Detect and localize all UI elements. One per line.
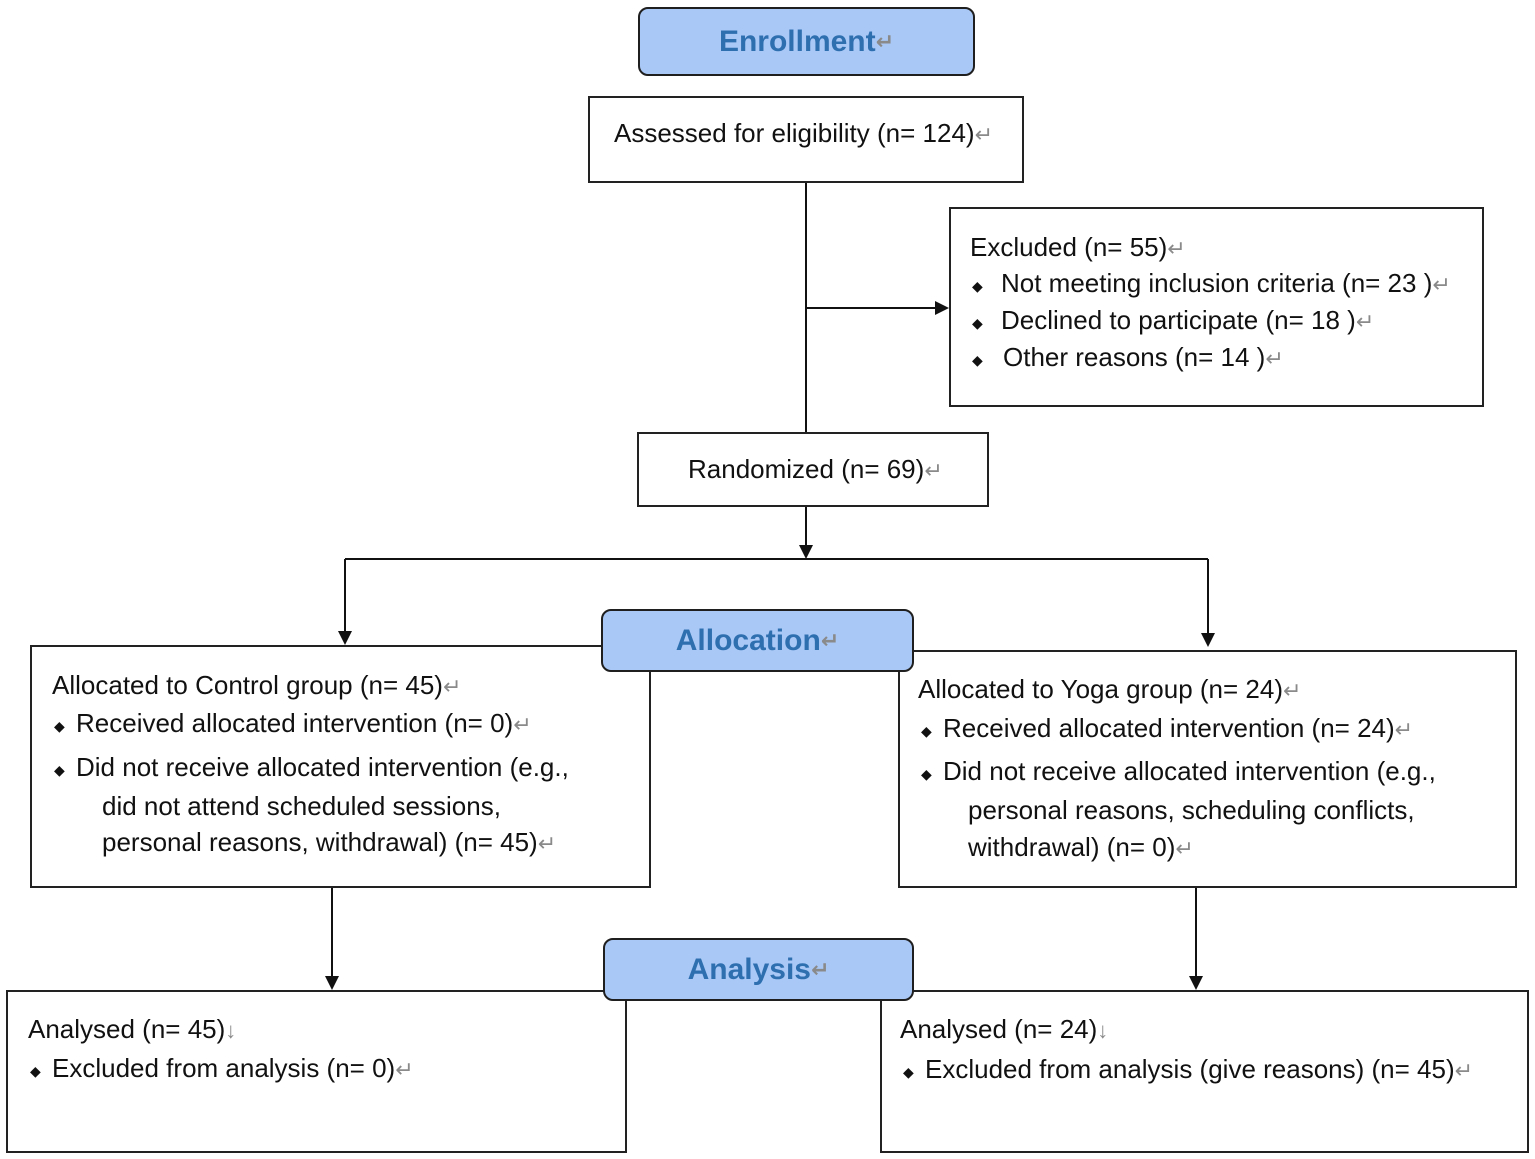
return-mark: ↵ [810,956,830,982]
bullet-icon: ◆ [921,766,932,782]
excluded-item-2: Declined to participate (n= 18 )↵ [1001,305,1375,335]
yoga-item-2-line-2: personal reasons, scheduling conflicts, [968,795,1415,825]
assessed-text: Assessed for eligibility (n= 124)↵ [614,118,993,148]
excluded-item-3: Other reasons (n= 14 )↵ [1003,342,1284,372]
yoga-item-2-line-3: withdrawal) (n= 0)↵ [968,832,1194,862]
bullet-icon: ◆ [54,718,65,734]
return-mark: ↵ [820,627,840,653]
excluded-item-1: Not meeting inclusion criteria (n= 23 )↵ [1001,268,1451,298]
bullet-icon: ◆ [972,278,983,294]
yoga-analysis-box [880,990,1529,1153]
control-title: Allocated to Control group (n= 45)↵ [52,670,462,700]
control-allocation-box [30,645,651,888]
control-analysed-title: Analysed (n= 45)↓ [28,1014,237,1044]
enrollment-text: Enrollment [718,24,876,58]
allocation-stage-label: Allocation↵ [601,609,914,672]
analysis-text: Analysis [687,952,811,986]
randomized-box [637,432,989,507]
excluded-title: Excluded (n= 55)↵ [970,232,1186,262]
yoga-allocation-box [898,650,1517,888]
control-item-2-line-1: Did not receive allocated intervention (… [76,752,569,782]
randomized-text: Randomized (n= 69)↵ [688,454,943,484]
assessed-box [588,96,1024,183]
yoga-item-2-line-1: Did not receive allocated intervention (… [943,756,1436,786]
bullet-icon: ◆ [972,352,983,368]
bullet-icon: ◆ [54,762,65,778]
bullet-icon: ◆ [903,1064,914,1080]
control-analysis-item: Excluded from analysis (n= 0)↵ [52,1053,414,1083]
bullet-icon: ◆ [972,315,983,331]
control-item-2-line-2: did not attend scheduled sessions, [102,791,501,821]
control-item-1: Received allocated intervention (n= 0)↵ [76,708,532,738]
bullet-icon: ◆ [921,723,932,739]
yoga-analysed-title: Analysed (n= 24)↓ [900,1014,1109,1044]
analysis-stage-label: Analysis↵ [603,938,914,1001]
yoga-analysis-item: Excluded from analysis (give reasons) (n… [925,1054,1474,1084]
yoga-item-1: Received allocated intervention (n= 24)↵ [943,713,1414,743]
allocation-text: Allocation [675,623,821,657]
control-analysis-box [6,990,627,1153]
control-item-2-line-3: personal reasons, withdrawal) (n= 45)↵ [102,827,557,857]
return-mark: ↵ [875,28,895,54]
bullet-icon: ◆ [30,1063,41,1079]
yoga-title: Allocated to Yoga group (n= 24)↵ [918,674,1302,704]
enrollment-stage-label: Enrollment↵ [638,7,975,76]
excluded-box [949,207,1484,407]
